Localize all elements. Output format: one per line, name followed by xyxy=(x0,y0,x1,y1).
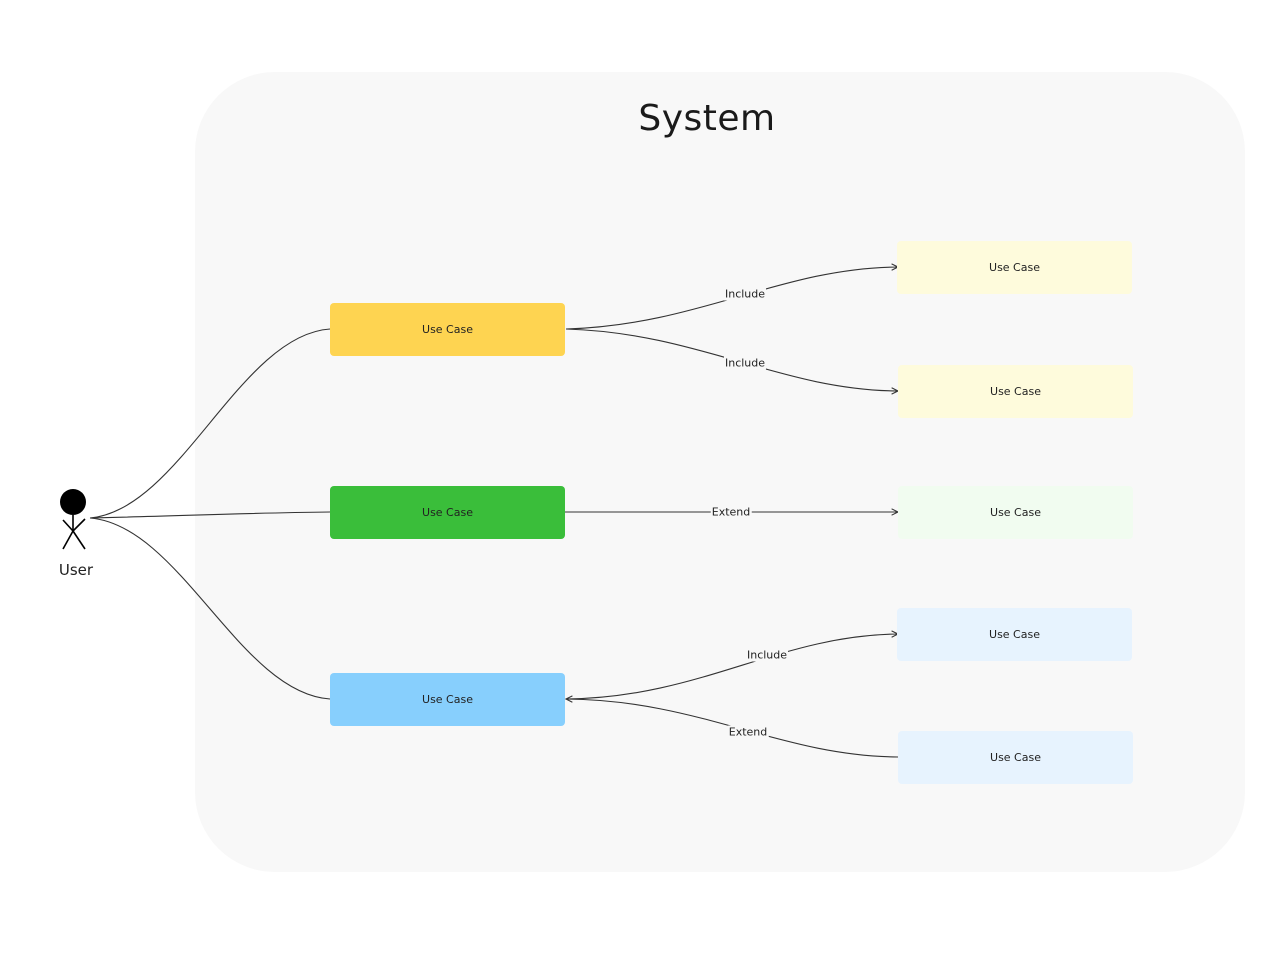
association-user-middle xyxy=(89,511,331,519)
edge-bottom-include xyxy=(565,634,898,700)
system-title: System xyxy=(638,98,776,139)
relation-label-extend: Extend xyxy=(727,725,769,739)
use-case-label: Use Case xyxy=(422,693,473,706)
stick-figure-icon[interactable] xyxy=(55,486,95,556)
relation-label-include: Include xyxy=(723,356,767,370)
use-case-label: Use Case xyxy=(990,506,1041,519)
use-case-label: Use Case xyxy=(422,506,473,519)
use-case-main-middle[interactable]: Use Case xyxy=(330,486,565,539)
relation-label-extend: Extend xyxy=(710,505,752,519)
relation-label-include: Include xyxy=(745,648,789,662)
use-case-main-bottom[interactable]: Use Case xyxy=(330,673,565,726)
use-case-label: Use Case xyxy=(990,751,1041,764)
use-case-label: Use Case xyxy=(422,323,473,336)
use-case-label: Use Case xyxy=(989,261,1040,274)
use-case-right-1[interactable]: Use Case xyxy=(897,241,1132,294)
use-case-right-4[interactable]: Use Case xyxy=(897,608,1132,661)
use-case-right-3[interactable]: Use Case xyxy=(898,486,1133,539)
use-case-label: Use Case xyxy=(989,628,1040,641)
use-case-main-top[interactable]: Use Case xyxy=(330,303,565,356)
use-case-label: Use Case xyxy=(990,385,1041,398)
actor-label: User xyxy=(58,561,94,579)
relation-label-include: Include xyxy=(723,287,767,301)
association-user-top xyxy=(89,328,331,519)
use-case-right-2[interactable]: Use Case xyxy=(898,365,1133,418)
association-user-bottom xyxy=(89,517,331,700)
use-case-right-5[interactable]: Use Case xyxy=(898,731,1133,784)
